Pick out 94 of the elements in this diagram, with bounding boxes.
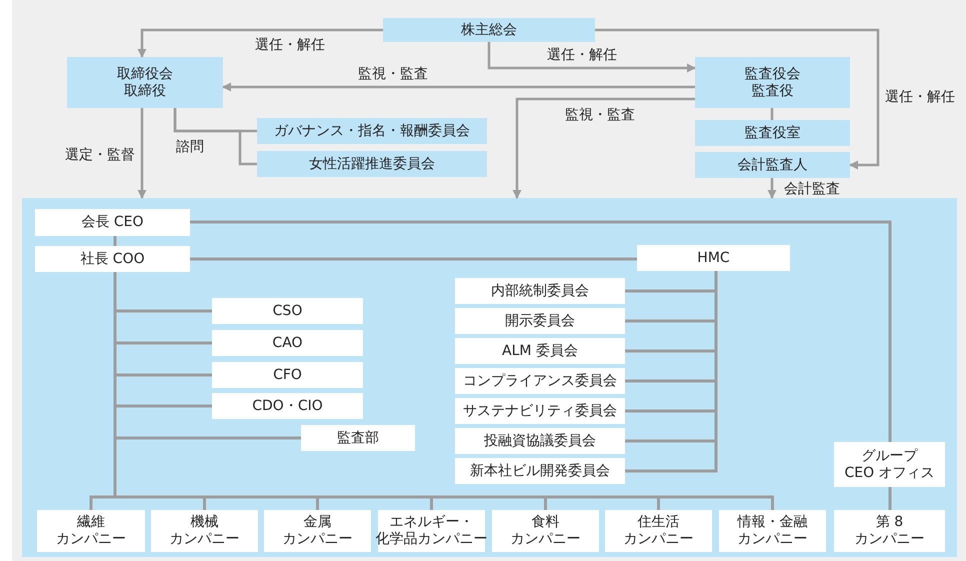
unit-label: 取締役会 [117, 66, 173, 82]
unit-label: 監査役室 [744, 124, 800, 142]
unit-label: 機械 [190, 514, 218, 531]
org-unit-box [67, 57, 223, 108]
unit-label: CDO・CIO [252, 398, 323, 414]
edge-label: 選任・解任 [253, 37, 327, 53]
unit-label: 化学品カンパニー [376, 531, 488, 548]
unit-label: ALM 委員会 [502, 342, 578, 360]
org-unit-box [455, 338, 625, 364]
edge-label: 監視・監査 [356, 66, 430, 82]
unit-label: 社長 COO [80, 250, 145, 268]
unit-label: コンプライアンス委員会 [463, 372, 617, 390]
unit-label: 情報・金融 [738, 514, 808, 531]
org-unit-box [35, 246, 190, 272]
org-unit-box [637, 245, 790, 271]
unit-label: 株主総会 [461, 22, 517, 38]
connector-line [190, 258, 637, 260]
unit-label: 取締役 [124, 82, 166, 100]
unit-label: カンパニー [738, 531, 808, 548]
unit-label: カンパニー [854, 531, 924, 548]
org-unit-box [605, 510, 712, 552]
unit-label: 繊維 [77, 514, 105, 531]
arrow [488, 42, 696, 72]
arrow [595, 28, 880, 170]
arrow [768, 178, 776, 199]
connector-line [888, 487, 892, 510]
unit-label: 内部統制委員会 [491, 282, 589, 300]
unit-label: 監査部 [337, 430, 379, 446]
org-unit-box [834, 510, 945, 552]
unit-label: ガバナンス・指名・報酬委員会 [274, 122, 470, 140]
unit-label: CAO [272, 334, 303, 352]
group-panel [22, 198, 957, 557]
unit-label: 投融資協議委員会 [484, 432, 596, 450]
org-unit-box [37, 510, 145, 552]
unit-label: カンパニー [282, 531, 352, 548]
org-unit-box [264, 510, 371, 552]
unit-label: HMC [697, 250, 730, 266]
org-unit-box [383, 18, 595, 42]
org-unit-box [35, 209, 190, 236]
unit-label: 監査役会 [744, 66, 800, 82]
edge-label: 選任・解任 [545, 47, 619, 63]
unit-label: 食料 [532, 514, 560, 531]
connector-line [114, 236, 116, 246]
unit-label: CFO [273, 366, 302, 384]
org-unit-box [695, 57, 850, 108]
unit-label: 会計監査人 [738, 156, 808, 174]
org-unit-box [151, 510, 258, 552]
unit-label: サステナビリティ委員会 [463, 402, 617, 420]
org-unit-box [455, 368, 625, 394]
org-unit-box [257, 151, 487, 177]
unit-label: CEO オフィス [844, 464, 935, 482]
arrow [138, 28, 383, 58]
unit-label: CSO [272, 302, 302, 320]
org-unit-box [455, 398, 625, 424]
org-unit-box [212, 298, 363, 324]
org-unit-box [212, 330, 363, 356]
org-unit-box [455, 428, 625, 454]
connector-line [174, 108, 257, 166]
unit-label: 住生活 [638, 514, 680, 531]
unit-label: カンパニー [56, 531, 126, 548]
unit-label: カンパニー [510, 531, 580, 548]
connector-line [770, 108, 774, 120]
unit-label: 金属 [304, 514, 332, 531]
arrow [512, 98, 695, 199]
unit-label: 開示委員会 [505, 312, 575, 330]
unit-label: カンパニー [624, 531, 694, 548]
org-unit-box [212, 362, 363, 388]
org-unit-box [834, 442, 945, 487]
org-unit-box [257, 118, 487, 144]
edge-label: 選任・解任 [883, 89, 957, 105]
org-unit-box [695, 152, 850, 178]
connector-line [190, 220, 892, 442]
unit-label: 監査役 [752, 82, 794, 100]
edge-label: 諮問 [174, 139, 206, 155]
unit-label: グループ [862, 448, 918, 464]
org-unit-box [301, 425, 415, 451]
org-unit-box [719, 510, 826, 552]
edge-label: 監視・監査 [563, 107, 637, 123]
unit-label: 新本社ビル開発委員会 [470, 462, 610, 480]
org-unit-box [455, 278, 625, 304]
unit-label: 女性活躍推進委員会 [309, 156, 435, 172]
org-unit-box [212, 393, 363, 419]
edge-label: 会計監査 [782, 181, 842, 197]
arrow [138, 108, 146, 199]
org-unit-box [455, 458, 625, 484]
unit-label: 第 8 [876, 514, 904, 531]
org-unit-box [695, 120, 850, 146]
edge-label: 選定・監督 [63, 147, 137, 163]
unit-label: カンパニー [170, 531, 240, 548]
org-unit-box [492, 510, 599, 552]
org-unit-box [455, 308, 625, 334]
unit-label: エネルギー・ [390, 514, 474, 531]
unit-label: 会長 CEO [81, 214, 144, 231]
arrow [222, 82, 695, 92]
